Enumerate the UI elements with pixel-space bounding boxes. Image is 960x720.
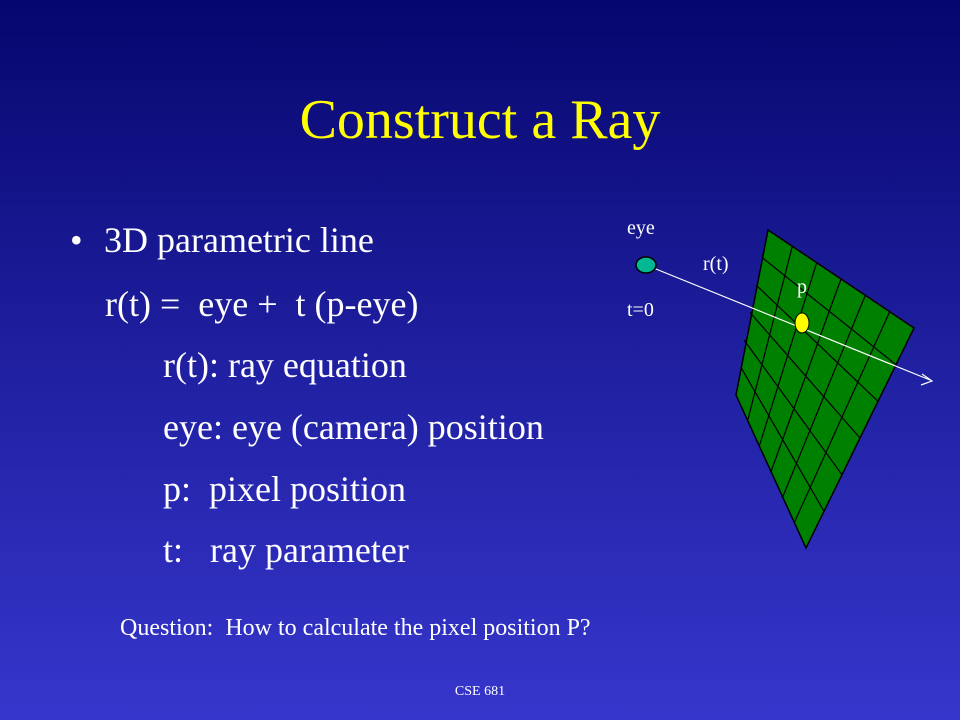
ray-arrowhead [920, 373, 934, 386]
pixel-point [794, 312, 810, 334]
definition-eye: eye: eye (camera) position [163, 407, 544, 447]
footer-course-code: CSE 681 [454, 684, 506, 699]
pixel-label: p [797, 276, 807, 298]
image-plane-grid [735, 228, 915, 550]
ray-equation: r(t) = eye + t (p-eye) [105, 284, 419, 324]
ray-line [645, 264, 931, 381]
question-text: Question: How to calculate the pixel pos… [120, 615, 591, 641]
bullet-item: • 3D parametric line [70, 222, 374, 258]
slide-title: Construct a Ray [299, 89, 661, 151]
definition-r: r(t): ray equation [163, 345, 407, 385]
bullet-text: 3D parametric line [104, 220, 374, 260]
eye-point [635, 256, 657, 274]
ray-label: r(t) [703, 253, 729, 275]
eye-label: eye [627, 217, 655, 239]
t-zero-label: t=0 [627, 299, 654, 321]
bullet-marker: • [70, 220, 83, 260]
definition-t: t: ray parameter [163, 530, 409, 570]
definition-p: p: pixel position [163, 469, 406, 509]
